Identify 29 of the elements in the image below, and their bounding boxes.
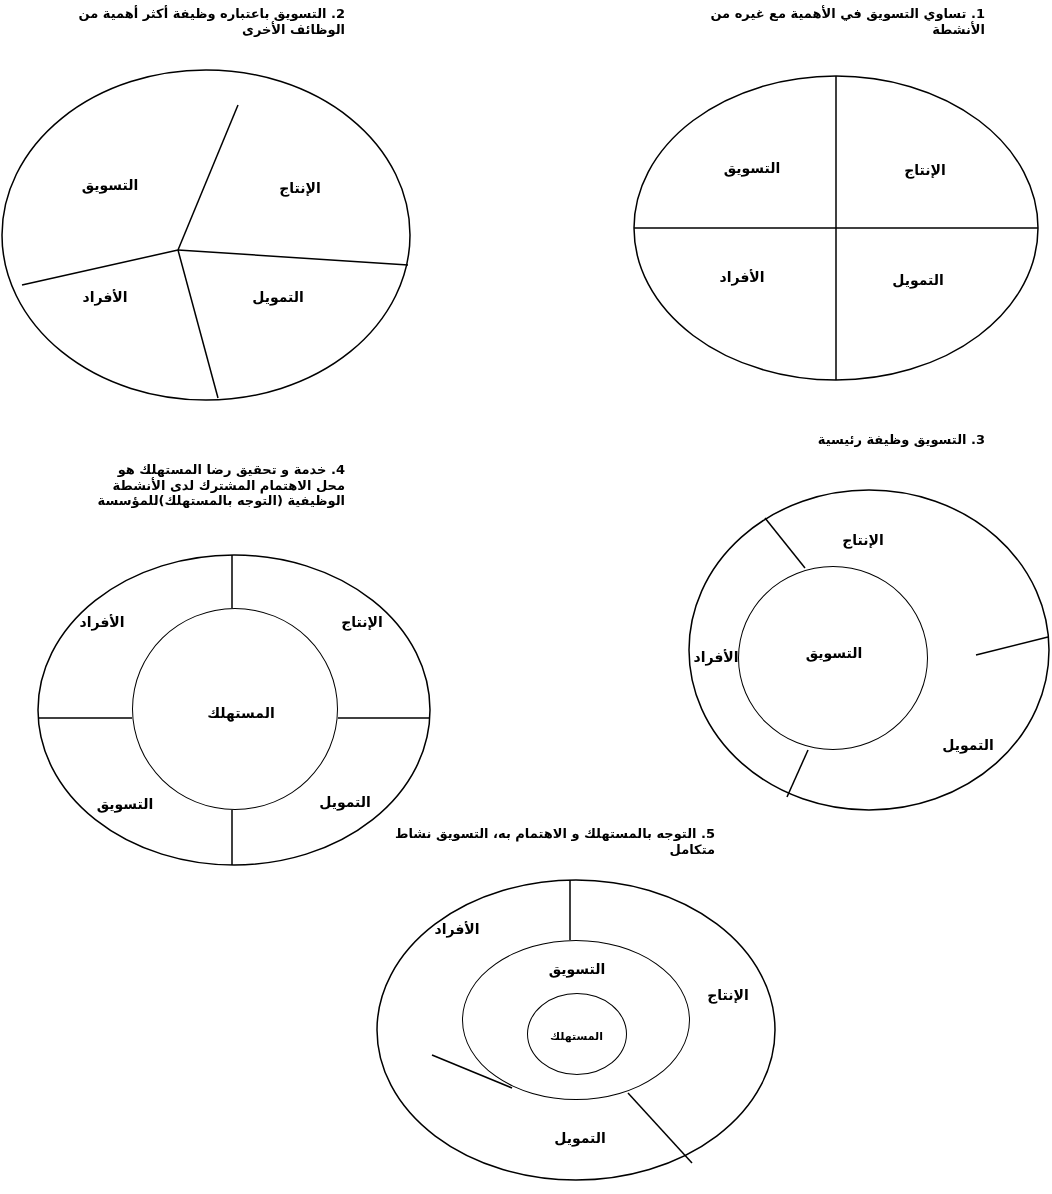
segment-label: التسويق (723, 160, 781, 176)
segment-label: الأفراد (719, 269, 765, 285)
segment-label: الإنتاج (904, 162, 946, 178)
circle-diagram (2, 2, 412, 402)
segment-label: التسويق (96, 796, 154, 812)
segment-label: الإنتاج (842, 532, 884, 548)
segment-label: الأفراد (434, 921, 480, 937)
diagram-heading: 2. التسويق باعتباره وظيفة أكثر أهمية من الوظائف الأخرى (77, 6, 345, 38)
segment-label: الإنتاج (279, 180, 321, 196)
segment-label: التمويل (942, 737, 994, 753)
segment-label: التمويل (319, 794, 371, 810)
segment-label: التمويل (554, 1130, 606, 1146)
segment-label: التسويق (81, 177, 139, 193)
diagram-heading: 4. خدمة و تحقيق رضا المستهلك هو محل الاهتمام المشترك لدى الأنشطة الوظيفية (التوجه بالمستهلك)للمؤسسة (96, 462, 345, 509)
segment-label: التمويل (892, 272, 944, 288)
segment-label: التمويل (252, 289, 304, 305)
center-label: التسويق (805, 645, 863, 661)
circle-diagram (634, 2, 1040, 382)
center-label: التسويق (548, 961, 606, 977)
diagram-heading: 5. التوجه بالمستهلك و الاهتمام به، التسويق نشاط متكامل (393, 826, 715, 858)
center-label: المستهلك (550, 1029, 603, 1042)
segment-label: الأفراد (82, 289, 128, 305)
segment-label: الأفراد (693, 649, 739, 665)
segment-label: الإنتاج (341, 614, 383, 630)
segment-label: الإنتاج (707, 987, 749, 1003)
diagram-heading: 3. التسويق وظيفة رئيسية (816, 432, 985, 448)
center-label: المستهلك (207, 705, 275, 721)
diagram-heading: 1. تساوي التسويق في الأهمية مع غيره من الأنشطة (709, 6, 985, 38)
segment-label: الأفراد (79, 614, 125, 630)
